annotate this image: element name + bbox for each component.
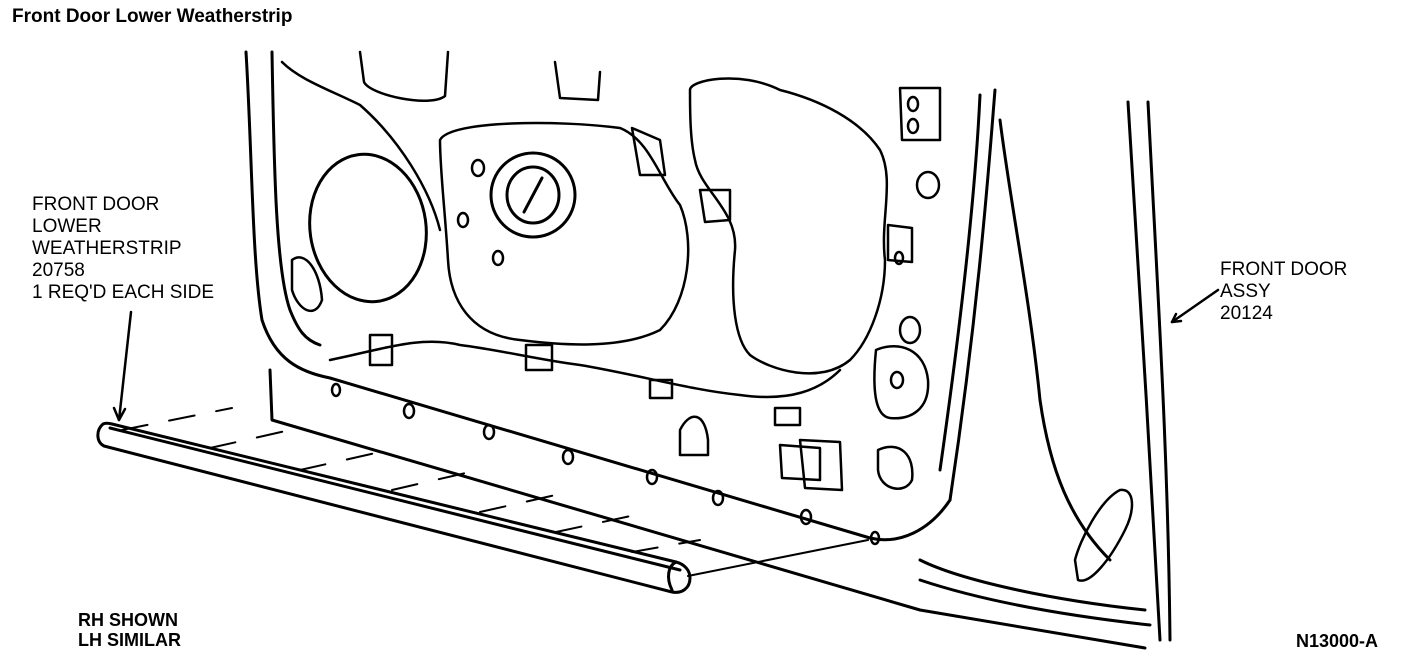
callout-line: FRONT DOOR (32, 194, 160, 215)
installation-guide-line (687, 539, 869, 577)
callout-quantity: 1 REQ'D EACH SIDE (32, 282, 215, 303)
callout-part-number: 20124 (1220, 303, 1273, 324)
panel-holes (456, 95, 941, 390)
callout-part-number: 20758 (32, 260, 85, 281)
callout-line: FRONT DOOR (1220, 259, 1348, 280)
callout-line: WEATHERSTRIP (32, 238, 182, 259)
callout-line: LOWER (32, 216, 102, 237)
speaker-opening (308, 152, 428, 304)
door-inner-panel (280, 50, 1134, 582)
diagram-title: Front Door Lower Weatherstrip (12, 6, 293, 27)
leader-arrow-door-assy (1170, 288, 1220, 324)
orientation-note: RH SHOWN LH SIMILAR (78, 610, 181, 650)
weatherstrip-part (96, 421, 692, 594)
note-line-lh-similar: LH SIMILAR (78, 630, 181, 650)
callout-front-door-lower-weatherstrip: FRONT DOOR LOWER WEATHERSTRIP 20758 1 RE… (32, 194, 214, 304)
figure-code: N13000-A (1295, 631, 1378, 651)
leader-arrow-weatherstrip (112, 310, 133, 422)
callout-line: ASSY (1220, 281, 1271, 302)
lock-cylinder-icon (489, 151, 577, 239)
callout-front-door-assy: FRONT DOOR ASSY 20124 (1220, 259, 1347, 325)
installation-dashed-lines (121, 407, 701, 553)
note-line-rh-shown: RH SHOWN (78, 610, 178, 630)
door-outer-panel (244, 50, 1172, 650)
retainer-holes (330, 382, 881, 546)
